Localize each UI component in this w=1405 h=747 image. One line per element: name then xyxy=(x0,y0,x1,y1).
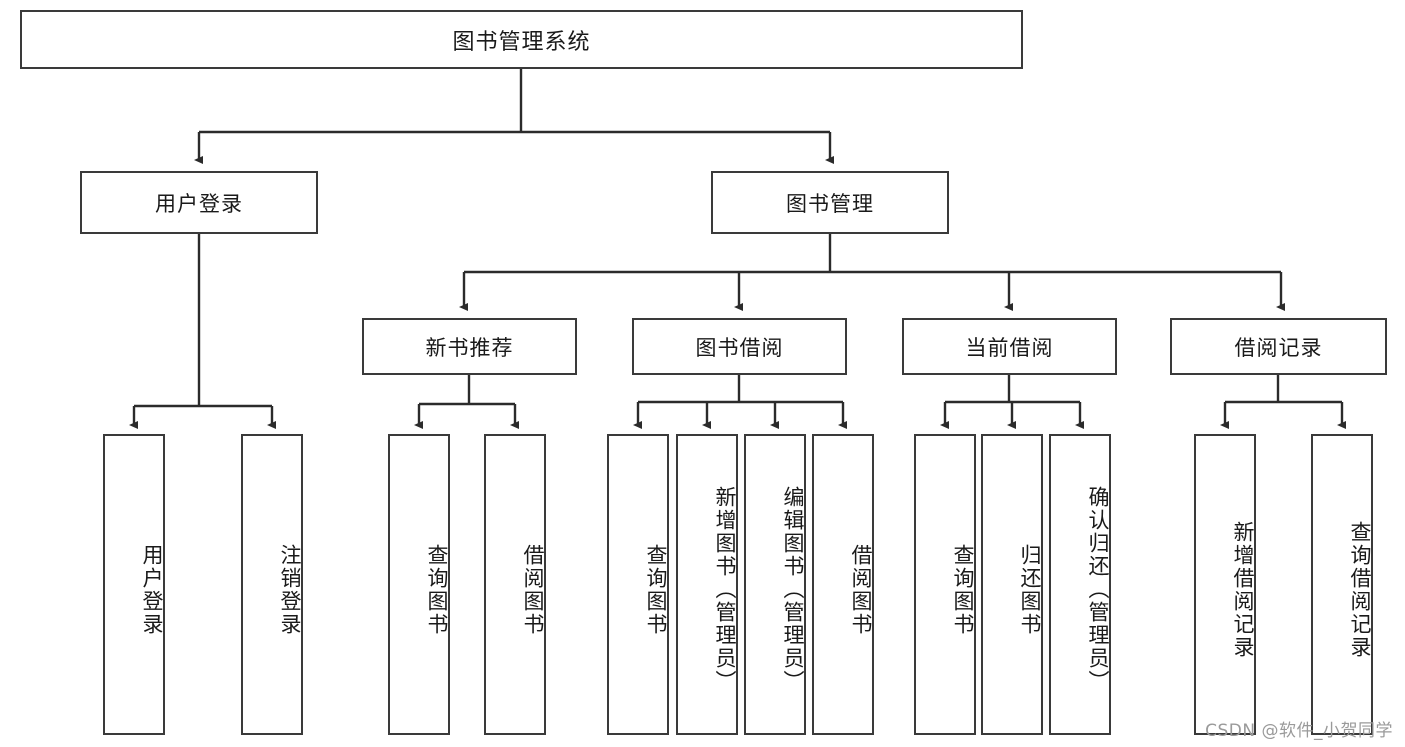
csdn-watermark: CSDN @软件_小贺同学 xyxy=(1205,721,1393,741)
leaf-user-login-signin[interactable]: 用户登录 xyxy=(103,434,165,735)
node-label: 借阅图书 xyxy=(849,543,873,636)
leaf-borrow-query-book[interactable]: 查询图书 xyxy=(607,434,669,735)
leaf-current-return-book[interactable]: 归还图书 xyxy=(981,434,1043,735)
node-label: 查询图书 xyxy=(644,543,668,636)
node-label: 借阅记录 xyxy=(1234,335,1323,360)
node-label: 新增图书（管理员） xyxy=(713,486,737,693)
node-label: 图书借阅 xyxy=(695,335,784,360)
node-label: 新增借阅记录 xyxy=(1231,520,1255,659)
node-label: 新书推荐 xyxy=(425,335,514,360)
node-label: 查询图书 xyxy=(425,543,449,636)
leaf-record-add-record[interactable]: 新增借阅记录 xyxy=(1194,434,1256,735)
node-label: 用户登录 xyxy=(155,191,243,216)
leaf-recommend-borrow-book[interactable]: 借阅图书 xyxy=(484,434,546,735)
node-label: 编辑图书（管理员） xyxy=(781,486,805,693)
node-label: 借阅图书 xyxy=(521,543,545,636)
leaf-borrow-edit-book-admin[interactable]: 编辑图书（管理员） xyxy=(744,434,806,735)
node-label: 查询图书 xyxy=(951,543,975,636)
node-label: 图书管理系统 xyxy=(452,29,591,55)
node-book-borrow[interactable]: 图书借阅 xyxy=(632,318,847,375)
node-root-system[interactable]: 图书管理系统 xyxy=(20,10,1023,69)
node-label: 用户登录 xyxy=(140,543,164,636)
leaf-recommend-query-book[interactable]: 查询图书 xyxy=(388,434,450,735)
node-label: 归还图书 xyxy=(1018,543,1042,636)
node-label: 查询借阅记录 xyxy=(1348,520,1372,659)
node-new-book-recommend[interactable]: 新书推荐 xyxy=(362,318,577,375)
leaf-record-query-record[interactable]: 查询借阅记录 xyxy=(1311,434,1373,735)
leaf-borrow-add-book-admin[interactable]: 新增图书（管理员） xyxy=(676,434,738,735)
node-label: 确认归还（管理员） xyxy=(1086,486,1110,693)
node-label: 图书管理 xyxy=(786,191,874,216)
leaf-borrow-borrow-book[interactable]: 借阅图书 xyxy=(812,434,874,735)
node-label: 注销登录 xyxy=(278,543,302,636)
node-borrow-record[interactable]: 借阅记录 xyxy=(1170,318,1387,375)
node-current-borrow[interactable]: 当前借阅 xyxy=(902,318,1117,375)
node-label: 当前借阅 xyxy=(965,335,1054,360)
leaf-current-query-book[interactable]: 查询图书 xyxy=(914,434,976,735)
node-book-management[interactable]: 图书管理 xyxy=(711,171,949,234)
node-user-login[interactable]: 用户登录 xyxy=(80,171,318,234)
leaf-current-confirm-return-admin[interactable]: 确认归还（管理员） xyxy=(1049,434,1111,735)
leaf-user-login-signout[interactable]: 注销登录 xyxy=(241,434,303,735)
